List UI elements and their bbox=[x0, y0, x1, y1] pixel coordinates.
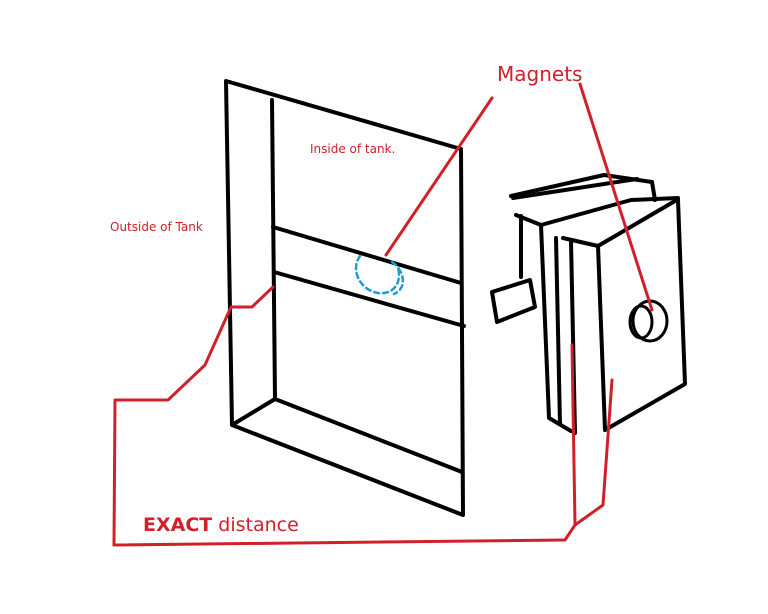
exact-word: EXACT bbox=[143, 514, 213, 536]
holder-front-face bbox=[596, 198, 687, 432]
outside-tank-label: Outside of Tank bbox=[110, 220, 203, 234]
magnets-pointer-outside bbox=[578, 82, 654, 312]
holder-mount-tab bbox=[490, 214, 537, 324]
inside-magnet-rim bbox=[390, 260, 404, 296]
distance-baseline bbox=[112, 538, 567, 547]
magnets-label: Magnets bbox=[497, 62, 583, 86]
outside-magnet bbox=[628, 299, 669, 343]
inside-tank-label: Inside of tank. bbox=[310, 142, 396, 156]
distance-word: distance bbox=[212, 514, 299, 536]
magnets-pointer-inside bbox=[384, 96, 494, 257]
tank-floor-line bbox=[273, 397, 464, 474]
distance-bracket-right bbox=[563, 343, 614, 542]
tank-bottom-edge bbox=[230, 397, 277, 427]
tank-band-bottom bbox=[272, 270, 466, 328]
magnet-holder bbox=[490, 173, 687, 435]
holder-back-plate bbox=[514, 213, 573, 433]
distance-bracket-left bbox=[112, 285, 275, 547]
tank-band-top bbox=[271, 225, 463, 285]
holder-middle-plate bbox=[554, 236, 562, 426]
inside-magnet bbox=[354, 254, 404, 296]
holder-plate-top bbox=[539, 196, 680, 227]
inside-magnet-circle bbox=[354, 254, 401, 295]
annotations bbox=[112, 82, 654, 547]
outside-magnet-inner bbox=[628, 304, 654, 340]
exact-distance-label: EXACT distance bbox=[143, 514, 299, 536]
tank-inner-edge bbox=[270, 98, 277, 401]
